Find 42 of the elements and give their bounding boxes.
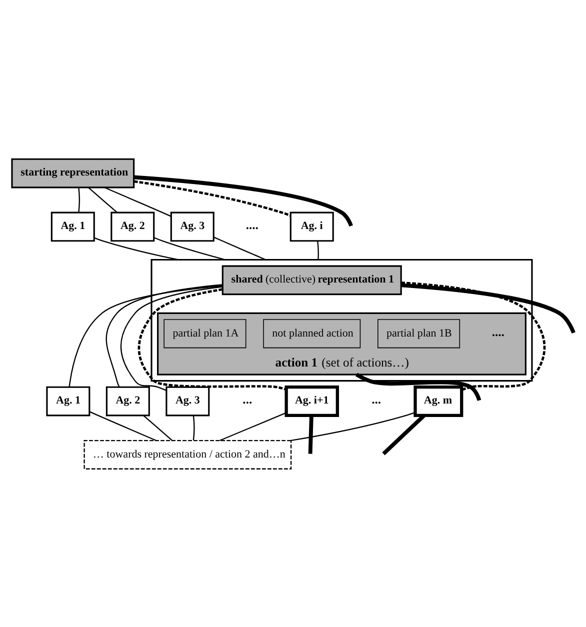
label: ... [242, 392, 252, 406]
node-box: Ag. 2 [106, 386, 150, 416]
connector [134, 174, 353, 226]
node-box: Ag. 3 [166, 386, 210, 416]
node-box: Ag. 1 [46, 386, 90, 416]
node-box: partial plan 1B [378, 318, 460, 348]
node-box: not planned action [263, 318, 361, 348]
node-box: Ag. i [290, 211, 334, 242]
node-box: Ag. 1 [50, 211, 95, 242]
connector [154, 236, 226, 260]
connector [401, 282, 576, 334]
cluster [150, 258, 533, 382]
connector [106, 284, 222, 387]
node-box: … towards representation / action 2 and…n [84, 439, 292, 469]
connector [355, 372, 482, 400]
node-box: Ag. 2 [110, 211, 155, 242]
connector [78, 187, 80, 212]
connector [104, 186, 172, 216]
connector [68, 284, 222, 386]
label: .... [492, 324, 504, 338]
node-box: partial plan 1A [164, 318, 246, 348]
connector [138, 288, 286, 390]
label: .... [246, 217, 258, 232]
connector [89, 410, 156, 441]
connector [290, 411, 416, 441]
connector [192, 415, 195, 440]
connector [134, 180, 291, 216]
node-box: Ag. 3 [170, 211, 214, 242]
node-box: shared (collective) representation 1 [222, 264, 402, 295]
node-box: Ag. m [414, 385, 464, 416]
connector [88, 186, 118, 212]
connector [143, 414, 172, 440]
connector [401, 281, 546, 390]
node-box: Ag. i+1 [284, 385, 339, 416]
connector [120, 286, 222, 390]
connector [220, 412, 286, 441]
node-box: starting representation [11, 158, 135, 188]
connector [214, 236, 266, 260]
connector [94, 236, 179, 260]
connector [308, 415, 314, 454]
label: ... [372, 392, 382, 406]
connector [317, 240, 319, 260]
